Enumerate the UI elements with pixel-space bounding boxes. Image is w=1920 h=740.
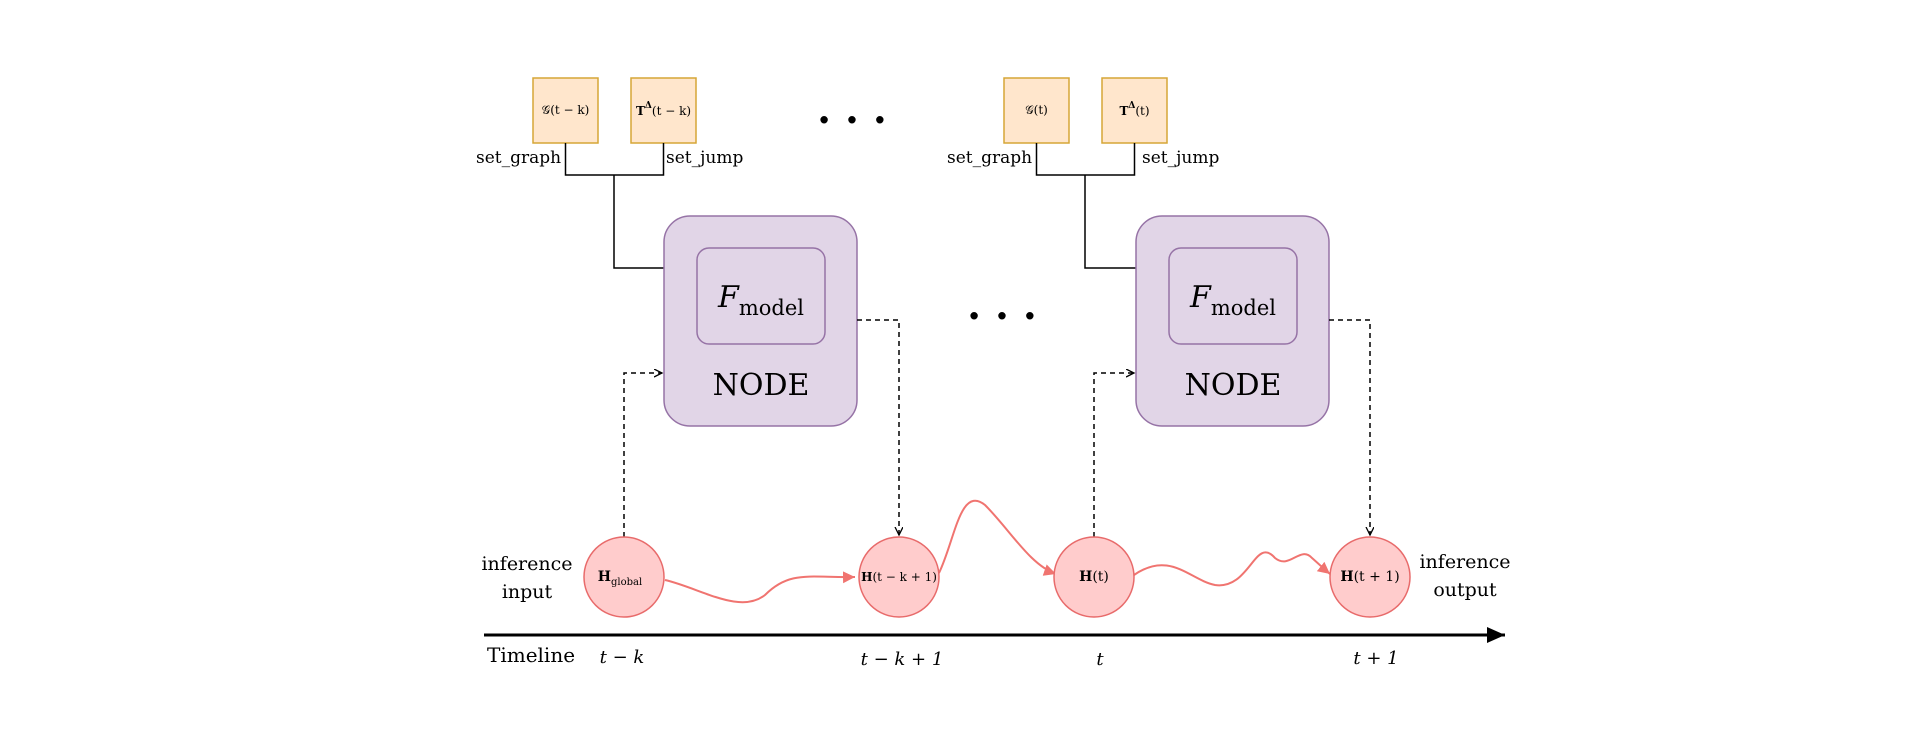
dashed-arrow-node-right-to-h-t-1 [1329,319,1370,535]
state-h-t-k-1 [858,536,940,618]
dashed-arrow-h-t-to-node-right [1093,373,1134,537]
flow-curve-2 [938,499,1057,576]
jump-input-text-left: TΔ(t − k) [636,101,691,118]
flow-curve-3 [1133,551,1331,587]
state-h-t-k-1-label: H(t − k + 1) [861,570,937,584]
timeline-label: Timeline [487,643,575,667]
state-h-t-label: H(t) [1079,569,1109,585]
jump-input-box-left [630,77,697,144]
state-h-t-1-label: H(t + 1) [1340,569,1399,585]
jump-input-box-right [1101,77,1168,144]
graph-input-text-left: 𝒢(t − k) [542,103,590,117]
state-h-global [583,536,665,618]
flow-curve-1 [664,571,856,604]
model-label-left: Fmodel [717,280,804,320]
state-h-t [1053,536,1135,618]
timeline-tick-1: t − k + 1 [861,649,944,670]
state-h-t-1 [1329,536,1411,618]
set-graph-label-right: set_graph [947,148,1032,168]
model-label-right: Fmodel [1189,280,1276,320]
inference-input-line2: input [502,581,553,603]
model-box-right [1168,247,1298,345]
inference-input-line1: inference [481,553,572,575]
dashed-arrow-hglobal-to-node-left [623,373,662,537]
node-title-right: NODE [1185,368,1282,403]
timeline-tick-0: t − k [600,647,645,668]
input-connector-left [564,143,665,269]
graph-input-box-left [532,77,599,144]
set-graph-label-left: set_graph [476,148,561,168]
model-box-left [696,247,826,345]
ellipsis-top: · · · [817,97,887,144]
inference-output-line1: inference [1419,551,1510,573]
state-h-global-label: Hglobal [598,569,642,588]
ellipsis-middle: · · · [967,293,1037,340]
input-connector-right [1035,143,1136,269]
timeline-tick-2: t [1096,649,1104,670]
timeline-tick-3: t + 1 [1353,648,1398,669]
node-title-left: NODE [713,368,810,403]
dashed-arrow-node-left-to-h-t-k-1 [857,319,899,535]
inference-output-line2: output [1433,579,1497,601]
set-jump-label-left: set_jump [666,148,743,168]
set-jump-label-right: set_jump [1142,148,1219,168]
graph-input-text-right: 𝒢(t) [1025,103,1048,117]
jump-input-text-right: TΔ(t) [1119,101,1149,118]
